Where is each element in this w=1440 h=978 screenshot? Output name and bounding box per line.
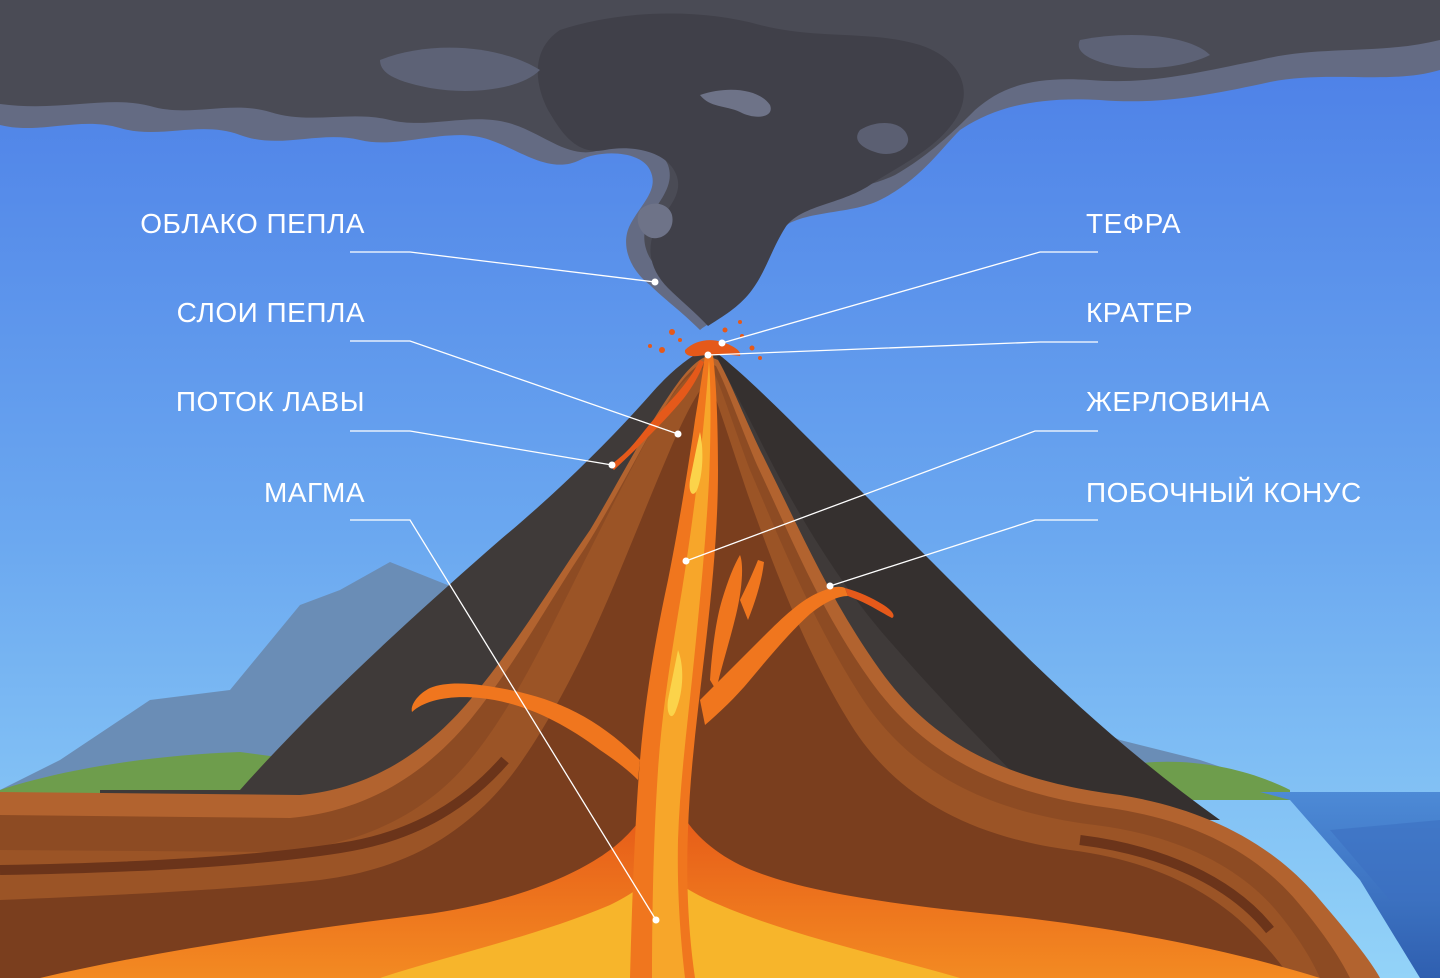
lava-branch-left [411,683,640,780]
leader-ash-layers [350,340,679,435]
conduit-highlight [667,650,683,717]
label-ash-layers: СЛОИ ПЕПЛА [176,297,365,328]
dot-tephra [718,339,726,347]
smoke-highlight-5 [1078,35,1210,69]
dot-lava-flow [608,461,616,469]
conduit-highlight-2 [689,432,703,494]
dot-vent [682,557,690,565]
leader-vent [685,430,1098,562]
label-crater: КРАТЕР [1086,297,1194,328]
smoke-core [537,13,964,327]
leader-crater [707,341,1098,356]
smoke-highlight-4 [380,47,540,91]
surface-lava-flow [610,360,704,470]
label-magma: МАГМА [263,477,365,508]
volcano-cone-shade [715,352,1220,820]
sea-shade [1330,820,1440,900]
leader-magma [350,519,657,921]
side-vent-flow [845,588,894,618]
dot-magma [652,916,660,924]
grass-left [0,752,300,800]
label-ash-cloud: ОБЛАКО ПЕПЛА [140,208,365,239]
smoke-highlight-2 [637,203,673,239]
crater-lava [684,340,741,357]
smoke-highlight-1 [700,89,771,117]
dot-ash-layers [674,430,682,438]
leader-lava-flow [350,430,613,466]
smoke-highlight-3 [857,123,909,155]
lava-branch-right-2 [740,560,764,620]
leader-parasitic-cone [829,519,1098,587]
label-lava-flow: ПОТОК ЛАВЫ [175,386,365,417]
ground-layer-lines [0,756,1274,934]
lava-branch-right [700,586,848,725]
dot-parasitic-cone [826,582,834,590]
label-vent: ЖЕРЛОВИНА [1086,386,1270,417]
leader-ash-cloud [350,251,656,283]
dot-ash-cloud [651,278,659,286]
dot-crater [704,351,712,359]
label-tephra: ТЕФРА [1086,208,1182,239]
label-parasitic-cone: ПОБОЧНЫЙ КОНУС [1086,477,1362,508]
leader-tephra [721,251,1098,344]
lava-branch-right-up [710,555,743,690]
ground-layer-deep [0,385,1290,978]
